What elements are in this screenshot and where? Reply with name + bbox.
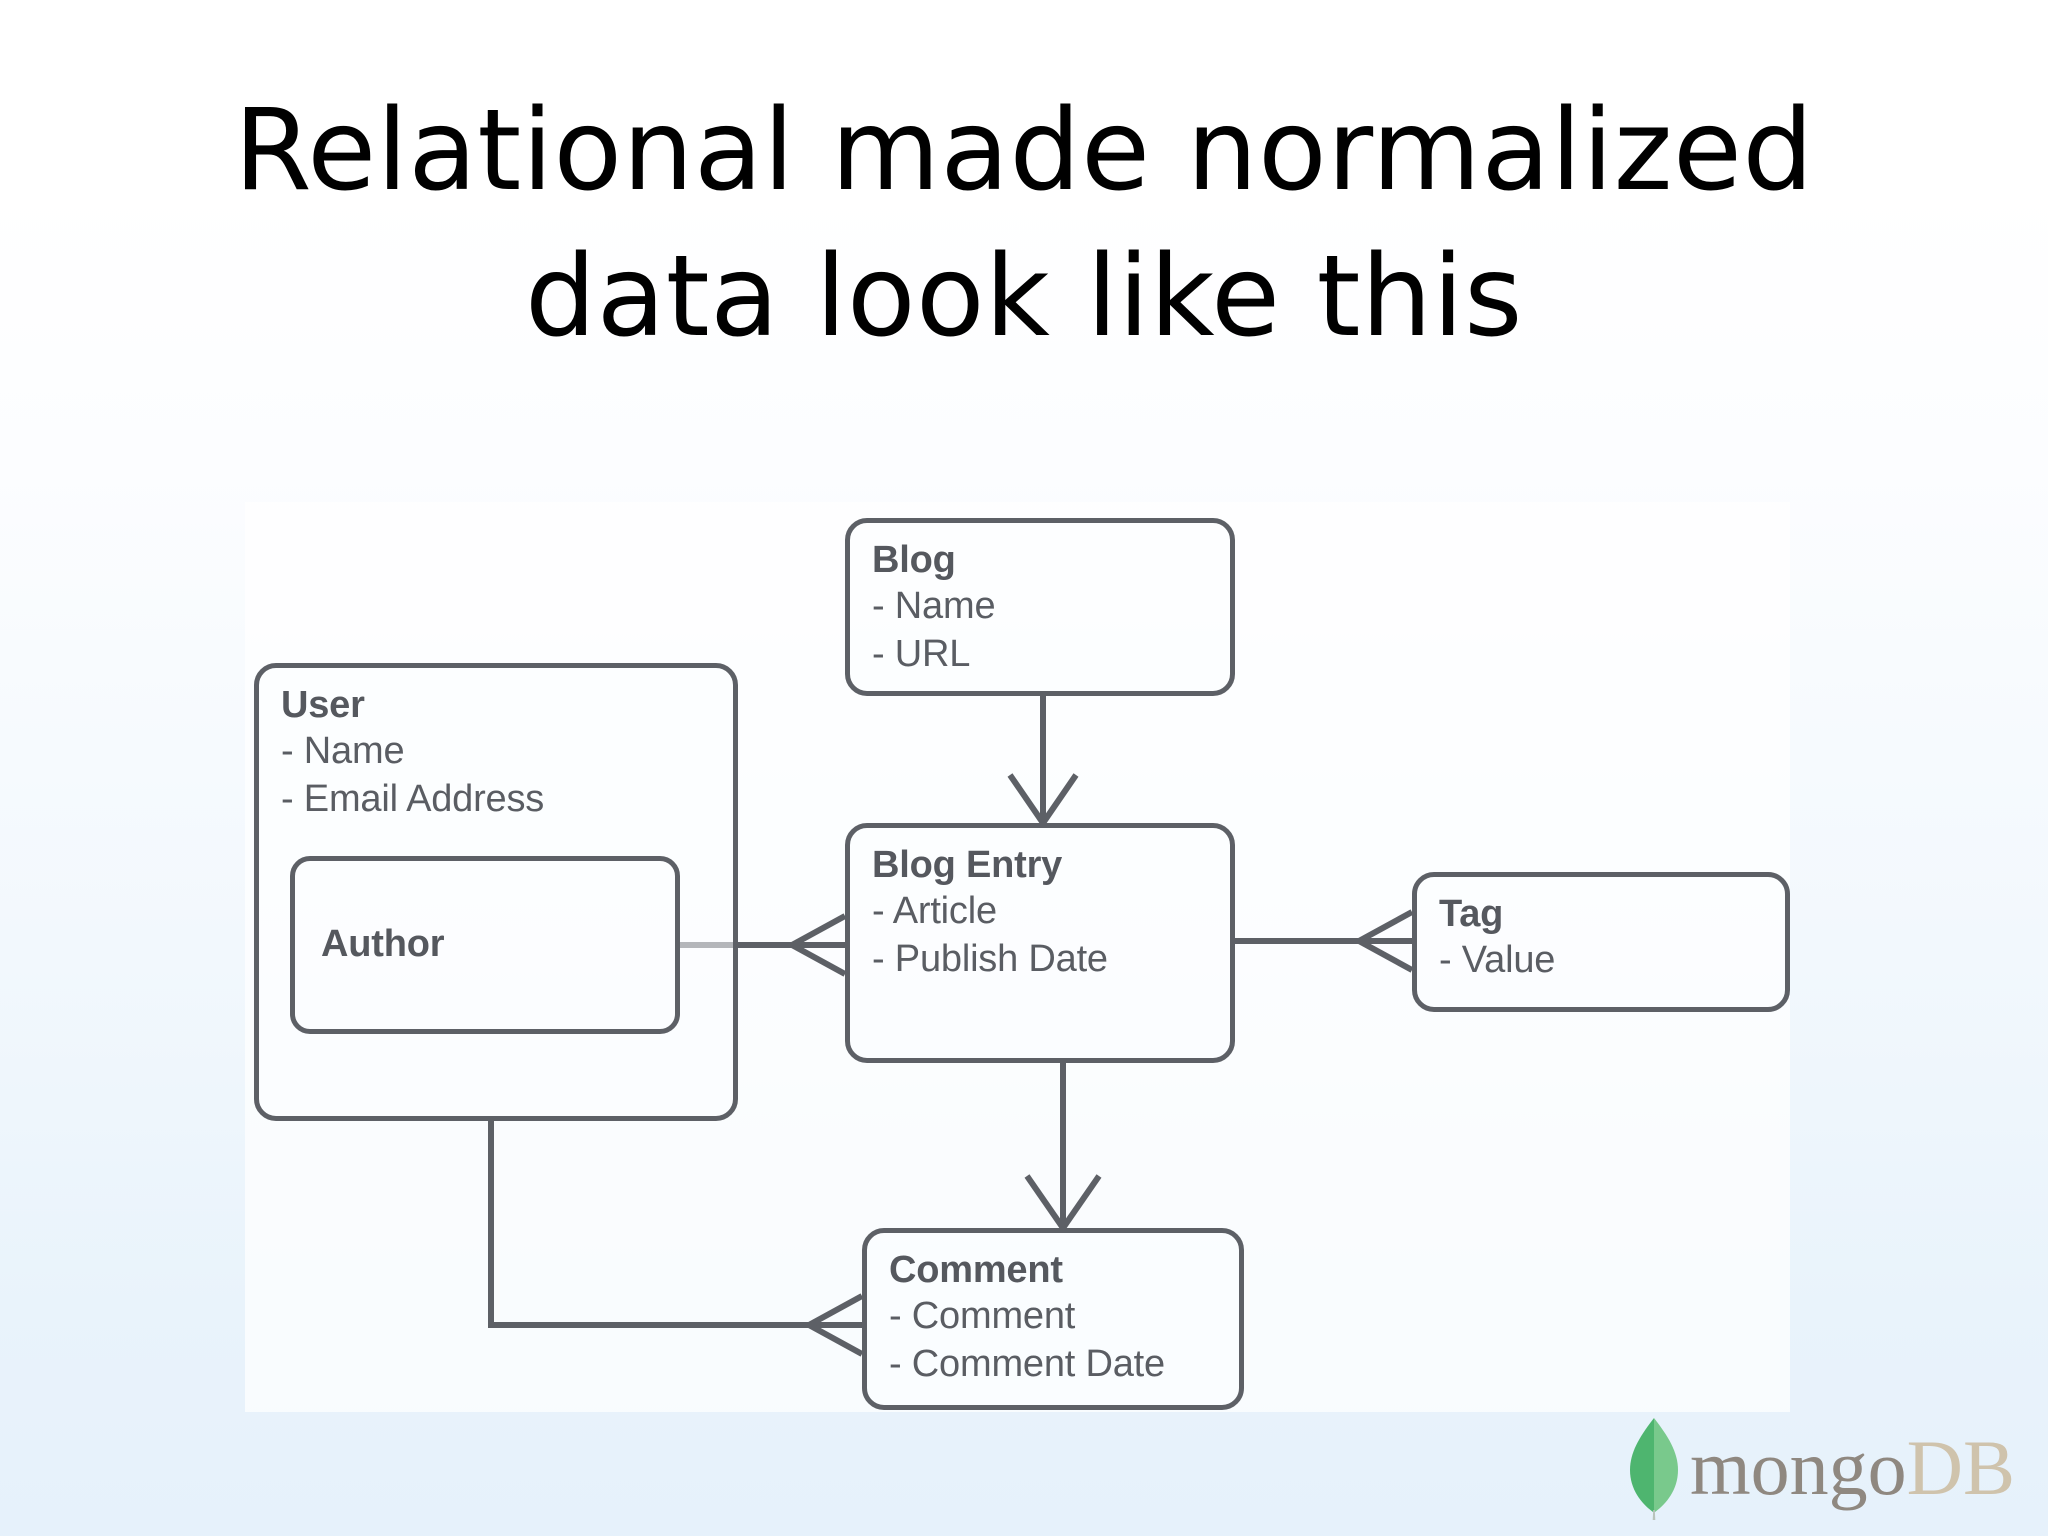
mongodb-wordmark: mongoDB bbox=[1690, 1429, 2015, 1507]
entity-field-blog-name: - Name bbox=[872, 585, 996, 627]
entity-field-user-name: - Name bbox=[281, 730, 405, 772]
entity-title-comment: Comment bbox=[889, 1249, 1063, 1291]
entity-field-blog-entry-article: - Article bbox=[872, 890, 997, 932]
entity-box-author[interactable]: Author bbox=[290, 856, 680, 1034]
entity-title-tag: Tag bbox=[1439, 893, 1504, 935]
mongodb-logo: mongoDB bbox=[1628, 1412, 2028, 1524]
entity-field-comment-comment-date: - Comment Date bbox=[889, 1343, 1165, 1385]
page-title-line-2: data look like this bbox=[525, 232, 1523, 362]
entity-field-user-email-address: - Email Address bbox=[281, 778, 545, 820]
entity-title-user: User bbox=[281, 684, 365, 726]
entity-box-blog[interactable]: Blog - Name - URL bbox=[845, 518, 1235, 696]
entity-field-tag-value: - Value bbox=[1439, 939, 1556, 981]
entity-title-author: Author bbox=[321, 923, 445, 965]
page-title: Relational made normalized data look lik… bbox=[0, 78, 2048, 370]
mongodb-wordmark-secondary: DB bbox=[1906, 1424, 2016, 1511]
entity-box-blog-entry[interactable]: Blog Entry - Article - Publish Date bbox=[845, 823, 1235, 1063]
entity-field-blog-entry-publish-date: - Publish Date bbox=[872, 938, 1108, 980]
entity-box-comment[interactable]: Comment - Comment - Comment Date bbox=[862, 1228, 1244, 1410]
entity-field-comment-comment: - Comment bbox=[889, 1295, 1076, 1337]
entity-box-tag[interactable]: Tag - Value bbox=[1412, 872, 1790, 1012]
entity-field-blog-url: - URL bbox=[872, 633, 971, 675]
entity-title-blog: Blog bbox=[872, 539, 956, 581]
page-title-line-1: Relational made normalized bbox=[233, 86, 1814, 216]
entity-title-blog-entry: Blog Entry bbox=[872, 844, 1063, 886]
mongodb-wordmark-primary: mongo bbox=[1690, 1424, 1907, 1511]
mongodb-leaf-icon bbox=[1630, 1418, 1678, 1520]
